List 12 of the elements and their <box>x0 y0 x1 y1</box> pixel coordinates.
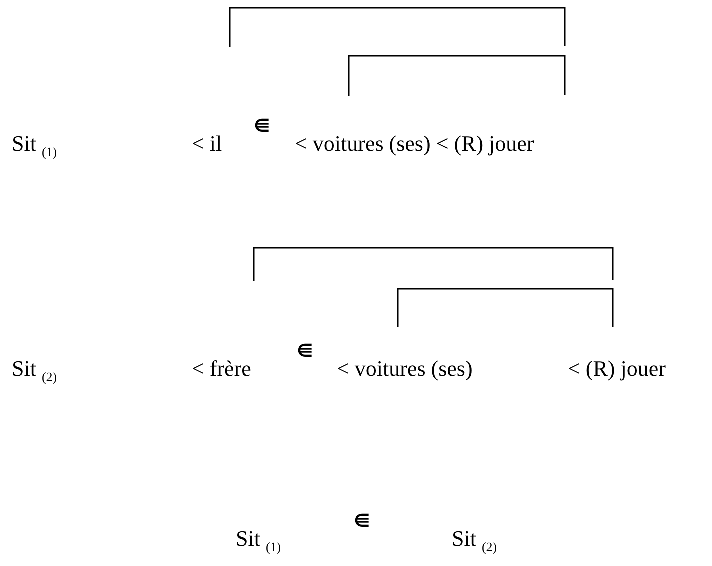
situation-label: Sit $_{(2)}$ <box>452 528 498 554</box>
situation-label: Sit $_{(1)}$ <box>236 528 282 554</box>
formula-text: < voitures (ses) <box>337 358 473 380</box>
membership-symbol: ⋹ <box>354 513 370 531</box>
formula-text: < frère <box>192 358 252 380</box>
membership-symbol: ⋹ <box>254 118 270 136</box>
membership-symbol: ⋹ <box>297 343 314 361</box>
situation-label: Sit $_{(1)}$ <box>12 133 58 158</box>
formula-text: < (R) jouer <box>568 358 666 380</box>
formula-text: < voitures (ses) < (R) jouer <box>295 133 534 155</box>
formula-text: < il <box>192 133 222 155</box>
situation-label: Sit $_{(2)}$ <box>12 358 58 384</box>
